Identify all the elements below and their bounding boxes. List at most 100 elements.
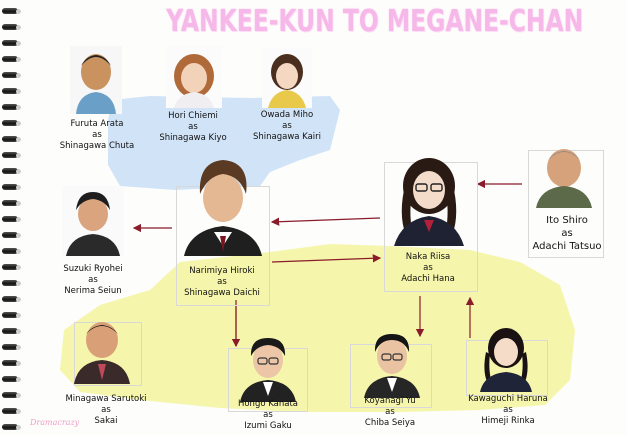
actor-name: Ito Shiro — [546, 215, 588, 226]
minagawa-portrait-icon — [74, 322, 130, 384]
role-name: Shinagawa Daichi — [184, 288, 260, 298]
as-label: as — [92, 130, 102, 140]
naka-photo — [380, 150, 478, 246]
spiral-hole — [16, 392, 21, 398]
spiral-hole — [16, 424, 21, 430]
spiral-ring — [2, 88, 18, 94]
spiral-ring — [2, 72, 18, 78]
spiral-ring — [2, 120, 18, 126]
suzuki-portrait-icon — [62, 186, 124, 256]
spiral-hole — [16, 408, 21, 414]
owada-portrait-icon — [262, 48, 312, 108]
family-region — [108, 96, 340, 190]
spiral-ring — [2, 104, 18, 110]
actor-name: Naka Riisa — [405, 252, 451, 262]
hori-card: Hori Chiemi as Shinagawa Kiyo — [150, 111, 236, 144]
spiral-ring — [2, 312, 18, 318]
ito-photo — [532, 140, 596, 208]
spiral-hole — [16, 232, 21, 238]
spiral-ring — [2, 136, 18, 142]
spiral-hole — [16, 296, 21, 302]
actor-name: Hori Chiemi — [168, 111, 218, 121]
spiral-ring — [2, 360, 18, 366]
spiral-hole — [16, 40, 21, 46]
spiral-ring — [2, 200, 18, 206]
arrow-naka-to-narimiya — [270, 217, 381, 226]
furuta-portrait-icon — [70, 46, 122, 114]
spiral-hole — [16, 56, 21, 62]
actor-name: Minagawa Sarutoki — [65, 394, 147, 404]
spiral-hole — [16, 344, 21, 350]
actor-name: Owada Miho — [260, 110, 314, 120]
spiral-ring — [2, 24, 18, 30]
spiral-ring — [2, 248, 18, 254]
as-label: as — [423, 263, 433, 273]
suzuki-card: Suzuki Ryohei as Nerima Seiun — [48, 264, 138, 297]
as-label: as — [217, 277, 227, 287]
kawaguchi-portrait-icon — [480, 328, 532, 392]
spiral-ring — [2, 40, 18, 46]
spiral-hole — [16, 312, 21, 318]
spiral-ring — [2, 328, 18, 334]
hori-photo — [166, 46, 222, 108]
spiral-hole — [16, 328, 21, 334]
as-label: as — [503, 405, 513, 415]
narimiya-photo — [180, 152, 266, 256]
owada-card: Owada Miho as Shinagawa Kairi — [242, 110, 332, 143]
actor-name: Koyanagi Yu — [364, 396, 416, 406]
spiral-hole — [16, 200, 21, 206]
role-name: Nerima Seiun — [64, 286, 122, 296]
as-label: as — [385, 407, 395, 417]
kawaguchi-photo — [474, 322, 538, 392]
furuta-photo — [70, 46, 122, 114]
as-label: as — [282, 121, 292, 131]
spiral-hole — [16, 72, 21, 78]
koyanagi-portrait-icon — [364, 334, 420, 398]
spiral-ring — [2, 56, 18, 62]
spiral-hole — [16, 280, 21, 286]
spiral-ring — [2, 408, 18, 414]
naka-card: Naka Riisa as Adachi Hana — [380, 252, 476, 285]
as-label: as — [263, 410, 273, 420]
owada-photo — [262, 48, 312, 108]
role-name: Shinagawa Kiyo — [159, 133, 227, 143]
role-name: Shinagawa Kairi — [252, 132, 322, 142]
spiral-ring — [2, 8, 18, 14]
spiral-ring — [2, 424, 18, 430]
spiral-hole — [16, 376, 21, 382]
spiral-hole — [16, 24, 21, 30]
arrow-narimiya-to-naka — [271, 254, 382, 263]
actor-name: Narimiya Hiroki — [189, 266, 255, 276]
role-name: Himeji Rinka — [481, 416, 535, 426]
as-label: as — [561, 228, 573, 239]
spiral-hole — [16, 88, 21, 94]
hongo-portrait-icon — [240, 338, 296, 402]
spiral-ring — [2, 344, 18, 350]
actor-name: Kawaguchi Haruna — [468, 394, 548, 404]
spiral-ring — [2, 376, 18, 382]
role-name: Shinagawa Chuta — [59, 141, 135, 151]
minagawa-card: Minagawa Sarutoki as Sakai — [46, 394, 166, 427]
spiral-ring — [2, 392, 18, 398]
spiral-hole — [16, 216, 21, 222]
role-name: Izumi Gaku — [244, 421, 292, 431]
kawaguchi-card: Kawaguchi Haruna as Himeji Rinka — [458, 394, 558, 427]
role-name: Adachi Tatsuo — [532, 241, 602, 252]
spiral-hole — [16, 104, 21, 110]
actor-name: Furuta Arata — [70, 119, 124, 129]
minagawa-frame — [74, 322, 142, 386]
ito-card: Ito Shiro as Adachi Tatsuo — [522, 214, 612, 253]
spiral-ring — [2, 168, 18, 174]
spiral-ring — [2, 264, 18, 270]
school-region — [60, 244, 575, 412]
suzuki-photo — [62, 186, 124, 256]
spiral-hole — [16, 360, 21, 366]
role-name: Adachi Hana — [401, 274, 455, 284]
ito-portrait-icon — [536, 149, 592, 208]
spiral-hole — [16, 152, 21, 158]
spiral-ring — [2, 184, 18, 190]
naka-portrait-icon — [394, 158, 464, 246]
